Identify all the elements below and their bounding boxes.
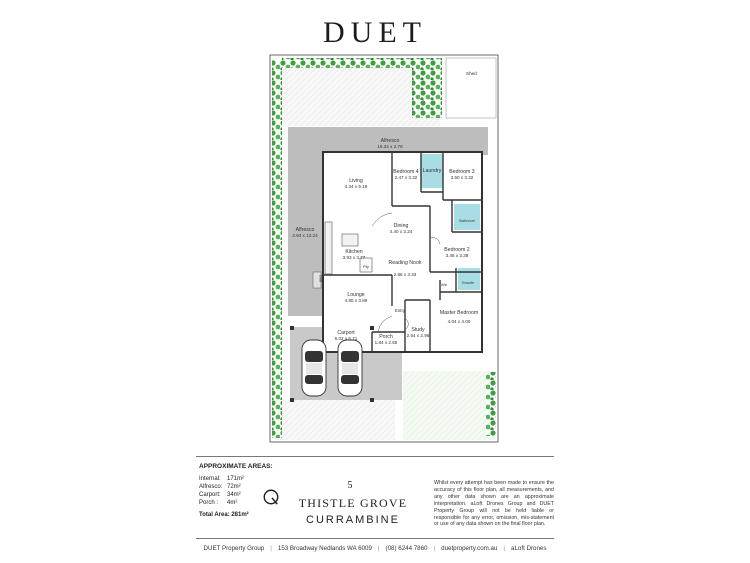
ensuite-fill <box>458 268 480 290</box>
footer-address: 153 Broadway Nedlands WA 6009 <box>277 545 372 552</box>
room-dining-dims: 4.40 x 3.24 <box>390 229 413 234</box>
room-alfresco-top-name: Alfresco <box>381 138 400 144</box>
room-reading-dims: 2.88 x 3.33 <box>394 272 417 277</box>
room-bedroom2-name: Bedroom 2 <box>444 247 469 253</box>
approximate-areas: APPROXIMATE AREAS: Internal:171m² Alfres… <box>199 463 319 519</box>
room-study-name: Study <box>411 327 425 333</box>
room-laundry-name: Laundry <box>423 168 442 174</box>
street-number: 5 <box>347 480 353 491</box>
shed-label: Shed <box>466 71 477 76</box>
room-labels: Alfresco 16.34 x 2.78 Alfresco 2.93 x 13… <box>292 138 478 345</box>
back-lawn <box>403 371 495 440</box>
house-outline <box>322 151 483 353</box>
room-bathroom-name: Bathroom <box>459 219 475 223</box>
hedge-left <box>272 60 282 438</box>
room-carport-dims: 6.02 x 5.71 <box>335 336 358 341</box>
room-kitchen-name: Kitchen <box>345 249 362 255</box>
suburb-name: CURRAMBINE <box>306 514 400 526</box>
room-bedroom3-name: Bedroom 3 <box>449 169 474 175</box>
room-master-dims: 4.04 x 4.00 <box>448 319 471 324</box>
car-left <box>301 339 327 397</box>
room-entry-name: Entry <box>395 308 406 313</box>
room-alfresco-top-dims: 16.34 x 2.78 <box>377 144 403 149</box>
room-kitchen-dims: 3.93 x 3.77 <box>343 255 366 260</box>
room-alfresco-side-dims: 2.93 x 13.24 <box>292 233 318 238</box>
room-study-dims: 2.54 x 2.96 <box>407 333 430 338</box>
footer-credit: aLoft Drones <box>511 545 547 552</box>
room-bedroom2-dims: 3.46 x 3.38 <box>446 253 469 258</box>
bathroom-fill <box>454 204 480 230</box>
room-dining-name: Dining <box>394 223 409 229</box>
street-name: THISTLE GROVE <box>298 496 408 510</box>
area-row: Alfresco:72m² <box>199 484 241 490</box>
shed-area <box>445 57 497 119</box>
room-bedroom4-dims: 2.47 x 3.32 <box>395 175 418 180</box>
disclaimer-text: Whilst every attempt has been made to en… <box>434 480 554 528</box>
footer-bar: DUET Property Group|153 Broadway Nedland… <box>203 545 547 552</box>
room-living-name: Living <box>349 178 363 184</box>
footer-company: DUET Property Group <box>203 545 265 552</box>
room-lounge-dims: 4.85 x 3.89 <box>345 298 368 303</box>
kitchen-bench <box>324 221 333 275</box>
door-swings <box>371 212 441 333</box>
hedge-top-right <box>412 58 442 118</box>
lawn-bottom <box>275 400 395 440</box>
room-porch-name: Porch <box>379 334 393 340</box>
room-bedroom3-dims: 3.50 x 3.32 <box>451 175 474 180</box>
bbq-unit <box>312 271 322 289</box>
carport-posts <box>290 326 374 402</box>
room-wir-name: Wir <box>441 282 448 287</box>
area-row: Porch :4m² <box>199 500 238 506</box>
footer-website[interactable]: duetproperty.com.au <box>441 545 498 552</box>
area-row: Internal:171m² <box>199 476 245 482</box>
total-area: Total Area: 281m² <box>199 512 249 518</box>
room-master-name: Master Bedroom <box>440 310 478 316</box>
room-reading-name: Reading Nook <box>389 260 422 266</box>
footer-phone: (08) 6244 7860 <box>385 545 428 552</box>
room-bedroom4-name: Bedroom 4 <box>393 169 418 175</box>
room-ensuite-name: Ensuite <box>462 281 474 285</box>
room-porch-dims: 1.84 x 2.65 <box>375 340 398 345</box>
laundry-fill <box>421 154 443 188</box>
room-pantry-name: Pty <box>363 264 369 269</box>
car-right <box>337 339 363 397</box>
site-boundary <box>269 54 499 443</box>
room-lounge-name: Lounge <box>347 292 364 298</box>
q-logo-icon <box>263 489 279 505</box>
hedge-top <box>282 58 412 68</box>
hedge-right <box>486 372 496 436</box>
interior-walls <box>323 152 482 352</box>
kitchen-island <box>341 233 359 247</box>
room-carport-name: Carport <box>337 330 355 336</box>
areas-heading: APPROXIMATE AREAS: <box>199 463 273 470</box>
bbq-label: BBQ <box>319 274 323 282</box>
area-row: Carport:34m² <box>199 492 241 498</box>
pantry-box <box>359 257 373 273</box>
room-living-dims: 4.34 x 5.18 <box>345 184 368 189</box>
brand-logo: DUET <box>323 16 427 49</box>
divider-bottom <box>196 538 554 539</box>
room-alfresco-side-name: Alfresco <box>296 227 315 233</box>
divider-top <box>196 456 554 457</box>
